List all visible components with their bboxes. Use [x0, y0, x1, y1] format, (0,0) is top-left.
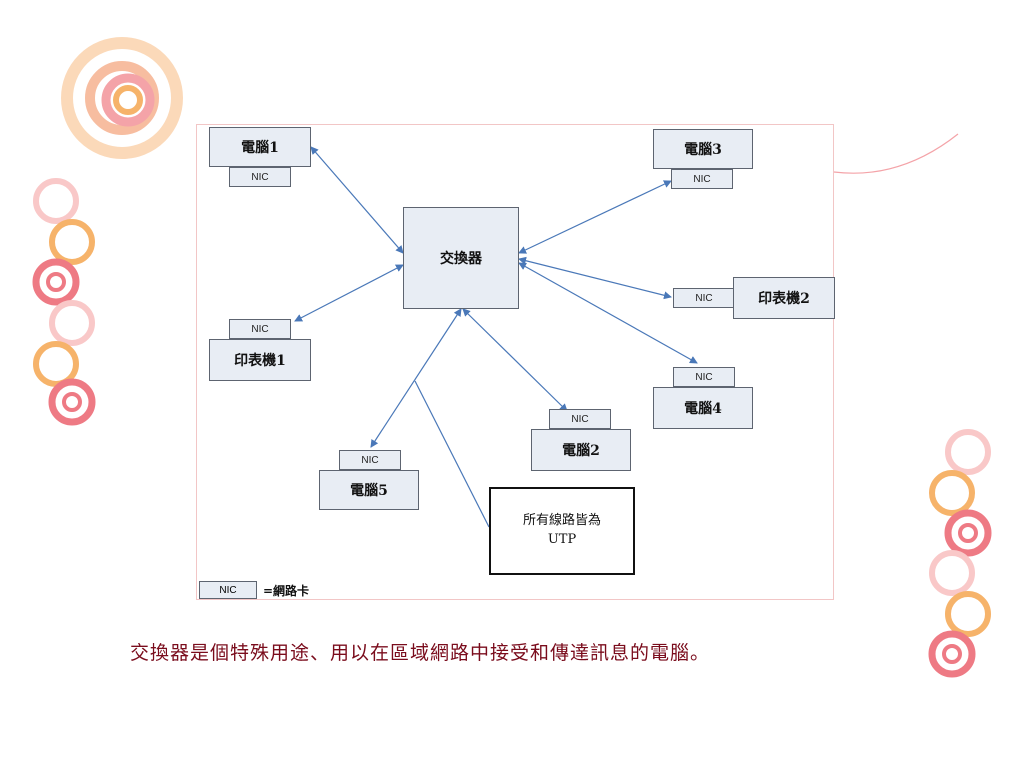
pc5-box: 電腦5	[319, 470, 419, 510]
switch-label: 交換器	[440, 251, 482, 267]
pc1-nic-label: NIC	[251, 171, 269, 183]
printer1-nic-label: NIC	[251, 323, 269, 335]
link-printer2	[518, 256, 672, 300]
pc1-box: 電腦1	[209, 127, 311, 167]
legend-nic-box: NIC	[199, 581, 257, 599]
printer1-label: 印表機1	[234, 353, 286, 369]
utp-note-box: 所有線路皆為 UTP	[489, 487, 635, 575]
pc2-label: 電腦2	[562, 443, 600, 459]
switch-box: 交換器	[403, 207, 519, 309]
printer2-box: 印表機2	[733, 277, 835, 319]
pc4-nic-label: NIC	[695, 371, 713, 383]
printer2-label: 印表機2	[758, 291, 810, 307]
network-diagram: 交換器 電腦1 NIC 電腦3 NIC NIC 印表機2 NIC 印表機1 NI…	[196, 124, 835, 600]
link-pc4	[518, 262, 698, 364]
connection-lines	[294, 146, 698, 528]
pc3-nic-label: NIC	[693, 173, 711, 185]
utp-note-line2: UTP	[547, 532, 577, 547]
link-pc5	[370, 308, 462, 448]
utp-pointer	[414, 380, 490, 528]
pc5-nic-label: NIC	[361, 454, 379, 466]
utp-note-line1: 所有線路皆為	[522, 513, 601, 529]
pc4-label: 電腦4	[684, 401, 722, 417]
link-pc1	[310, 146, 404, 254]
pc1-label: 電腦1	[241, 140, 279, 156]
pc5-label: 電腦5	[350, 483, 388, 499]
pc2-nic: NIC	[549, 409, 611, 429]
legend-nic-label: NIC	[219, 584, 237, 596]
link-printer1	[294, 264, 404, 322]
printer2-nic-label: NIC	[695, 292, 713, 304]
pc3-nic: NIC	[671, 169, 733, 189]
printer2-nic: NIC	[673, 288, 735, 308]
pc4-nic: NIC	[673, 367, 735, 387]
legend-text: =網路卡	[263, 584, 310, 598]
printer1-nic: NIC	[229, 319, 291, 339]
pc4-box: 電腦4	[653, 387, 753, 429]
slide-caption: 交換器是個特殊用途、用以在區域網路中接受和傳達訊息的電腦。	[130, 642, 711, 664]
pc5-nic: NIC	[339, 450, 401, 470]
pc1-nic: NIC	[229, 167, 291, 187]
pc3-box: 電腦3	[653, 129, 753, 169]
pc2-box: 電腦2	[531, 429, 631, 471]
link-pc3	[518, 180, 672, 254]
pc3-label: 電腦3	[684, 142, 722, 158]
pc2-nic-label: NIC	[571, 413, 589, 425]
link-pc2	[462, 308, 568, 412]
printer1-box: 印表機1	[209, 339, 311, 381]
